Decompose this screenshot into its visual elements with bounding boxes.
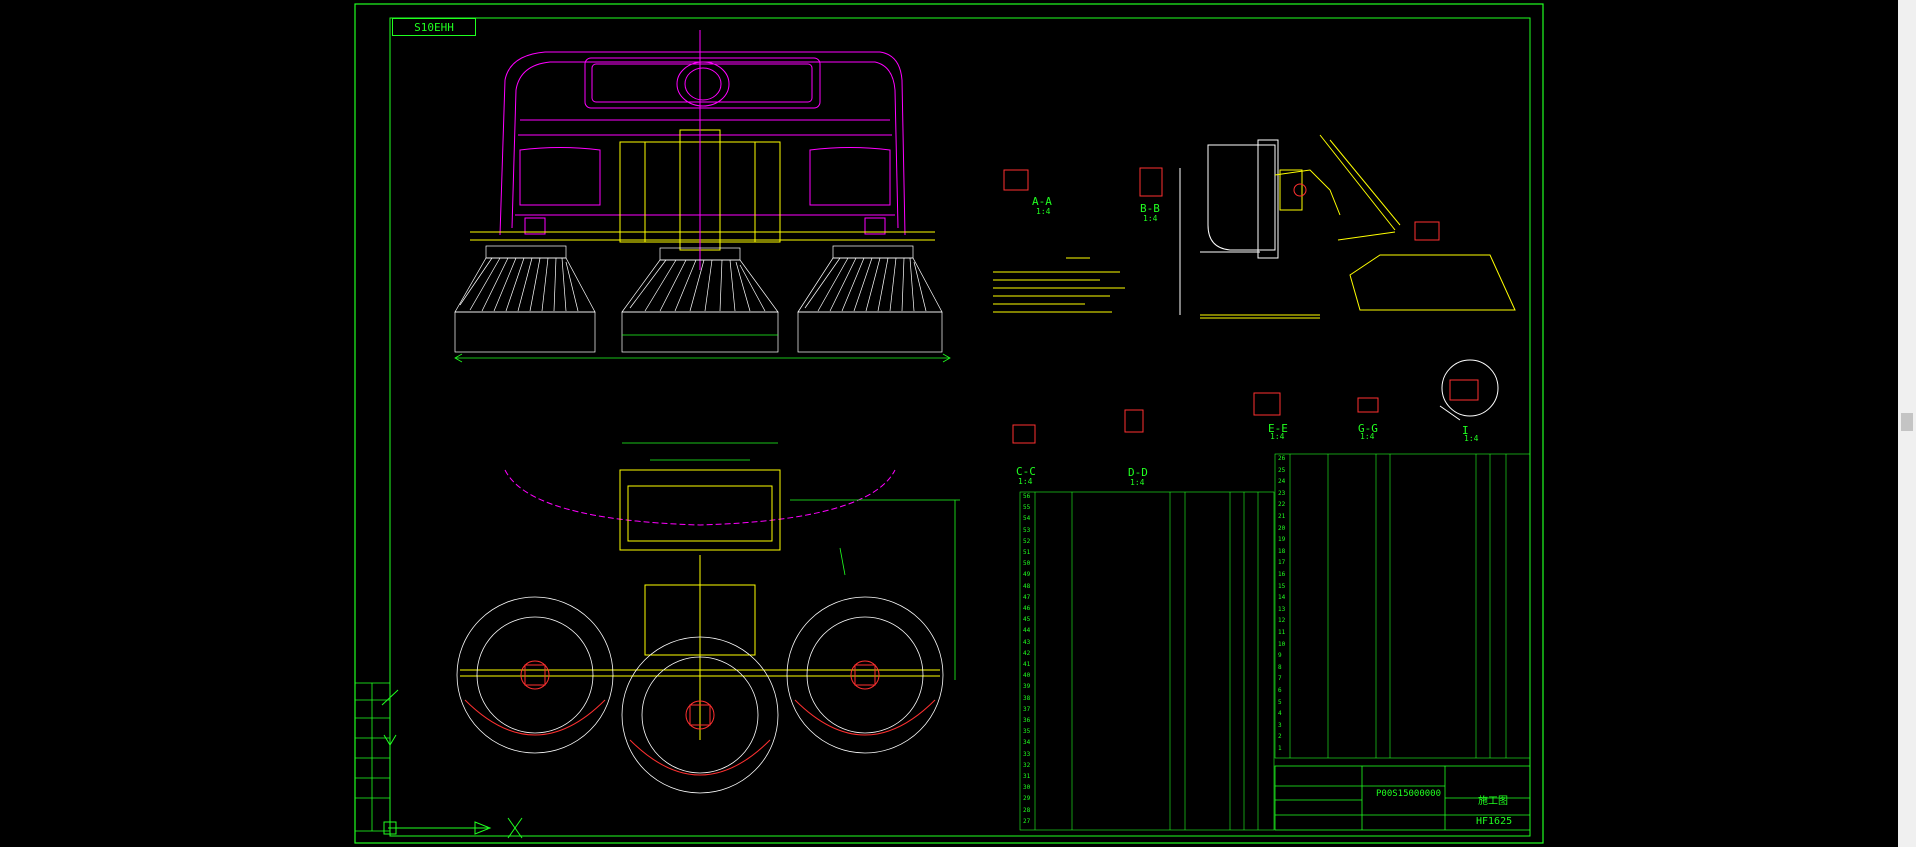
part-number-cell: 50: [1023, 560, 1031, 568]
part-number-cell: 7: [1278, 675, 1282, 683]
part-number-cell: 19: [1278, 536, 1286, 544]
part-number-cell: 35: [1023, 728, 1031, 736]
part-number-cell: 51: [1023, 549, 1031, 556]
side-elevation: [1179, 134, 1516, 319]
vertical-scrollbar[interactable]: [1898, 0, 1916, 847]
front-brush-left: [454, 245, 596, 353]
scale-label-i: 1:4: [1464, 434, 1479, 443]
ucs-icon: [381, 689, 523, 839]
section-label-dd: D-D: [1128, 466, 1148, 479]
part-number-cell: 49: [1023, 571, 1031, 579]
part-number-cell: 30: [1023, 784, 1031, 792]
front-view: [454, 30, 951, 363]
part-number-cell: 46: [1023, 605, 1031, 612]
section-label-ee: E-E: [1268, 422, 1288, 435]
part-number-cell: 2: [1278, 733, 1282, 741]
section-label-aa: A-A: [1032, 195, 1052, 208]
section-details: [1003, 167, 1499, 444]
part-number-cell: 16: [1278, 571, 1286, 578]
part-number-cell: 18: [1278, 547, 1286, 555]
top-brush-center: [621, 636, 779, 794]
part-number-cell: 54: [1023, 515, 1031, 523]
part-number-cell: 52: [1023, 537, 1031, 545]
part-number-cell: 56: [1023, 493, 1031, 500]
part-number-cell: 4: [1278, 710, 1282, 718]
scale-label-gg: 1:4: [1360, 432, 1375, 441]
part-number-cell: 34: [1023, 739, 1031, 747]
inner-border: [389, 17, 1531, 837]
drawing-number: HF1625: [1476, 816, 1513, 827]
drawing-stamp: S10EHH: [392, 18, 476, 36]
part-number-cell: 21: [1278, 513, 1286, 520]
part-number-cell: 1: [1278, 745, 1282, 752]
part-number-cell: 11: [1278, 629, 1286, 636]
scale-label-aa: 1:4: [1036, 207, 1051, 216]
part-number-cell: 45: [1023, 616, 1031, 624]
part-number-cell: 14: [1278, 594, 1286, 602]
part-number-cell: 3: [1278, 721, 1282, 729]
outer-border: [354, 3, 1544, 844]
top-brush-right: [786, 596, 944, 754]
part-number-cell: 23: [1278, 489, 1286, 497]
part-number-cell: 27: [1023, 817, 1031, 825]
brush-hubs: [464, 660, 936, 776]
part-number-cell: 12: [1278, 617, 1286, 625]
part-number-cell: 8: [1278, 663, 1282, 671]
part-number-cell: 20: [1278, 524, 1286, 532]
scale-label-dd: 1:4: [1130, 478, 1145, 487]
scrollbar-thumb[interactable]: [1901, 413, 1913, 431]
part-number-cell: 5: [1278, 698, 1282, 706]
part-number-cell: 44: [1023, 627, 1031, 635]
part-number-cell: 9: [1278, 652, 1282, 660]
front-brush-right: [797, 245, 943, 353]
part-number-cell: 32: [1023, 761, 1031, 769]
part-number-cell: 47: [1023, 593, 1031, 601]
parts-table-right: [1274, 453, 1531, 759]
part-number-cell: 41: [1023, 661, 1031, 668]
part-number-cell: 31: [1023, 773, 1031, 780]
title-block: [1274, 765, 1531, 831]
part-number-cell: 24: [1278, 478, 1286, 486]
part-number-cell: 22: [1278, 501, 1286, 509]
scale-label-ee: 1:4: [1270, 432, 1285, 441]
part-number-cell: 13: [1278, 605, 1286, 613]
part-number-cell: 28: [1023, 806, 1031, 814]
part-number-cell: 53: [1023, 526, 1031, 534]
technical-notes: [993, 257, 1125, 313]
title-stage: 施工图: [1478, 796, 1508, 807]
section-label-bb: B-B: [1140, 202, 1160, 215]
part-number-cell: 40: [1023, 672, 1031, 680]
top-view: [456, 442, 960, 794]
part-number-cell: 10: [1278, 640, 1286, 648]
part-number-cell: 25: [1278, 466, 1286, 474]
parts-table-left: [1019, 491, 1275, 831]
part-number-cell: 37: [1023, 705, 1031, 713]
section-label-gg: G-G: [1358, 422, 1378, 435]
scale-label-bb: 1:4: [1143, 214, 1158, 223]
scale-label-cc: 1:4: [1018, 477, 1033, 486]
section-label-cc: C-C: [1016, 465, 1036, 478]
part-number-cell: 26: [1278, 455, 1286, 462]
part-number-cell: 33: [1023, 750, 1031, 758]
sheet-code: P00S15000000: [1376, 789, 1442, 799]
part-number-cell: 39: [1023, 683, 1031, 691]
part-number-cell: 55: [1023, 504, 1031, 512]
part-number-cell: 38: [1023, 694, 1031, 702]
part-number-cell: 29: [1023, 795, 1031, 803]
part-number-cell: 42: [1023, 649, 1031, 657]
front-brush-center: [621, 247, 779, 353]
part-number-cell: 6: [1278, 687, 1282, 694]
part-number-cell: 36: [1023, 717, 1031, 724]
part-number-cell: 15: [1278, 582, 1286, 590]
section-label-i: I: [1462, 424, 1469, 437]
part-number-cell: 48: [1023, 582, 1031, 590]
part-number-cell: 43: [1023, 638, 1031, 646]
left-signature-strip: [354, 682, 391, 832]
top-brush-left: [456, 596, 614, 754]
part-number-cell: 17: [1278, 559, 1286, 567]
